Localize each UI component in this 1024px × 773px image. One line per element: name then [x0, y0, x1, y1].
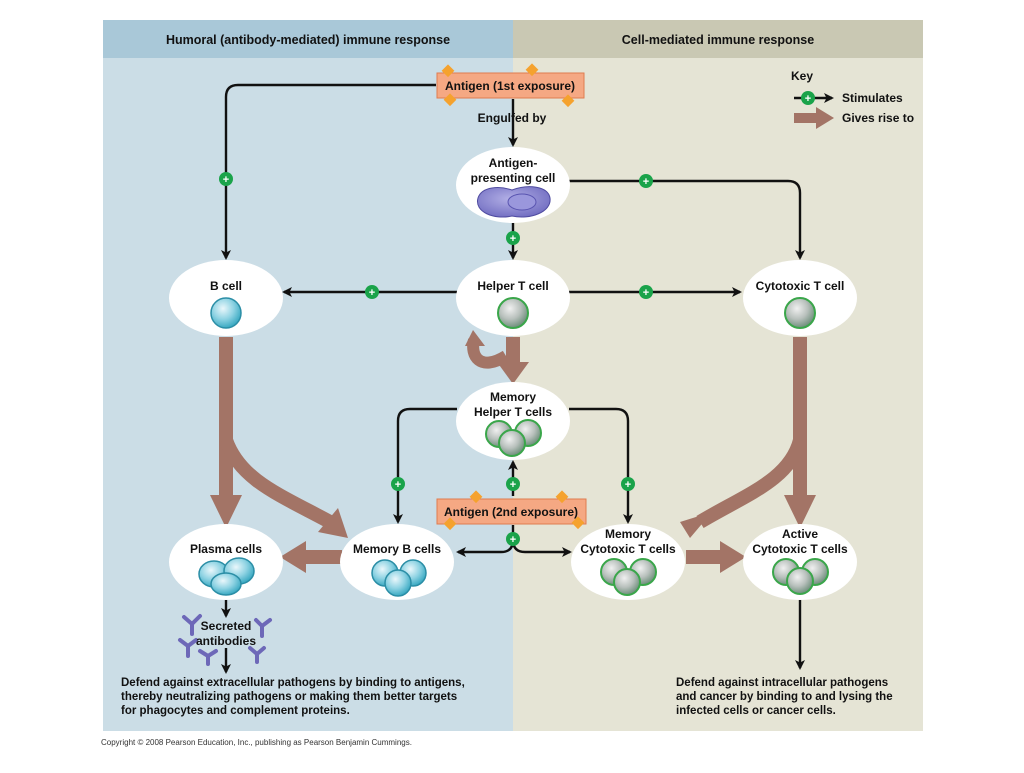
memory-b-cell-icon	[384, 569, 412, 597]
memory-cytotoxic-label-line2: Cytotoxic T cells	[580, 542, 676, 556]
humoral-defense-line1: Defend against extracellular pathogens b…	[121, 677, 465, 689]
active-cytotoxic-t-node: Active Cytotoxic T cells	[743, 524, 857, 600]
cytotoxic-t-label: Cytotoxic T cell	[756, 279, 845, 293]
copyright-notice: Copyright © 2008 Pearson Education, Inc.…	[101, 738, 412, 747]
helper-t-cell-icon	[497, 297, 529, 329]
svg-text:+: +	[369, 287, 375, 299]
antibody-icon	[178, 614, 272, 666]
secreted-label-line2: antibodies	[196, 634, 256, 648]
humoral-defense-line3: for phagocytes and complement proteins.	[121, 705, 350, 717]
plus-marker: +	[506, 231, 520, 245]
plus-marker: +	[621, 477, 635, 491]
humoral-panel	[103, 20, 513, 731]
plasma-cell-icon	[210, 572, 242, 596]
legend-title: Key	[791, 69, 813, 83]
active-cytotoxic-label-line1: Active	[782, 527, 818, 541]
cell-mediated-header	[513, 20, 923, 58]
plasma-cells-label: Plasma cells	[190, 542, 262, 556]
antigen-second-label: Antigen (2nd exposure)	[444, 505, 578, 519]
memory-cytotoxic-cell-icon	[613, 568, 641, 596]
antigen-particle-icon	[571, 516, 585, 530]
svg-text:+: +	[395, 479, 401, 491]
antigen-particle-icon	[443, 517, 457, 531]
memory-cytotoxic-t-node: Memory Cytotoxic T cells	[571, 524, 685, 600]
b-cell-label: B cell	[210, 279, 242, 293]
plus-marker	[801, 91, 815, 105]
cell-mediated-header-title: Cell-mediated immune response	[622, 33, 814, 47]
memory-b-cells-node: Memory B cells	[340, 524, 454, 600]
plus-marker: +	[506, 477, 520, 491]
plus-marker: +	[506, 532, 520, 546]
apc-label-line2: presenting cell	[471, 171, 556, 185]
svg-text:+: +	[805, 93, 811, 105]
cytotoxic-t-cell-node: Cytotoxic T cell	[743, 260, 857, 336]
gives-rise-arrow-icon	[794, 113, 818, 123]
plasma-cells-node: Plasma cells	[169, 524, 283, 600]
plus-marker: +	[639, 174, 653, 188]
cell-defense-line2: and cancer by binding to and lysing the	[676, 691, 893, 703]
antigen-first-exposure: Antigen (1st exposure)	[436, 63, 585, 108]
svg-text:+: +	[510, 233, 516, 245]
plus-marker: +	[391, 477, 405, 491]
legend-gives-rise: Gives rise to	[842, 111, 914, 125]
b-cell-node: B cell	[169, 260, 283, 336]
legend-stimulates: Stimulates	[842, 91, 903, 105]
antigen-particle-icon	[443, 93, 457, 107]
cell-defense-line1: Defend against intracellular pathogens	[676, 677, 888, 689]
antigen-presenting-cell-node: Antigen- presenting cell	[456, 147, 570, 223]
legend: Key + Stimulates Gives rise to	[791, 69, 914, 129]
plus-marker: +	[639, 285, 653, 299]
active-cytotoxic-label-line2: Cytotoxic T cells	[752, 542, 848, 556]
humoral-defense-line2: thereby neutralizing pathogens or making…	[121, 691, 457, 703]
svg-text:+: +	[223, 174, 229, 186]
humoral-defense-text: Defend against extracellular pathogens b…	[121, 677, 465, 717]
cell-mediated-panel	[513, 20, 923, 731]
antigen-particle-icon	[469, 490, 483, 504]
secreted-antibodies: Secreted antibodies	[178, 614, 272, 666]
antigen-first-label: Antigen (1st exposure)	[445, 79, 575, 93]
memory-helper-t-node: Memory Helper T cells	[456, 382, 570, 460]
svg-text:+: +	[510, 479, 516, 491]
stimulate-markers: + + + + + + + + +	[219, 172, 653, 546]
memory-helper-label-line2: Helper T cells	[474, 405, 552, 419]
b-cell-icon	[210, 297, 242, 329]
engulfed-by-label: Engulfed by	[478, 111, 547, 125]
secreted-label-line1: Secreted	[201, 619, 252, 633]
svg-text:+: +	[643, 176, 649, 188]
gives-rise-arrows	[210, 330, 816, 573]
cytotoxic-t-cell-icon	[784, 297, 816, 329]
helper-t-label: Helper T cell	[477, 279, 548, 293]
plus-marker: +	[219, 172, 233, 186]
helper-t-cell-node: Helper T cell	[456, 260, 570, 336]
memory-b-cells-label: Memory B cells	[353, 542, 441, 556]
cell-mediated-defense-text: Defend against intracellular pathogens a…	[676, 677, 893, 717]
svg-text:+: +	[510, 534, 516, 546]
svg-text:+: +	[625, 479, 631, 491]
apc-label-line1: Antigen-	[489, 156, 538, 170]
antigen-particle-icon	[441, 64, 455, 78]
humoral-header-title: Humoral (antibody-mediated) immune respo…	[166, 33, 450, 47]
cell-defense-line3: infected cells or cancer cells.	[676, 705, 836, 717]
memory-cytotoxic-label-line1: Memory	[605, 527, 651, 541]
antigen-second-exposure: Antigen (2nd exposure)	[436, 490, 587, 531]
humoral-header	[103, 20, 513, 58]
memory-helper-cell-icon	[498, 429, 526, 457]
memory-helper-label-line1: Memory	[490, 390, 536, 404]
active-cytotoxic-cell-icon	[786, 567, 814, 595]
plus-marker: +	[365, 285, 379, 299]
svg-text:+: +	[643, 287, 649, 299]
